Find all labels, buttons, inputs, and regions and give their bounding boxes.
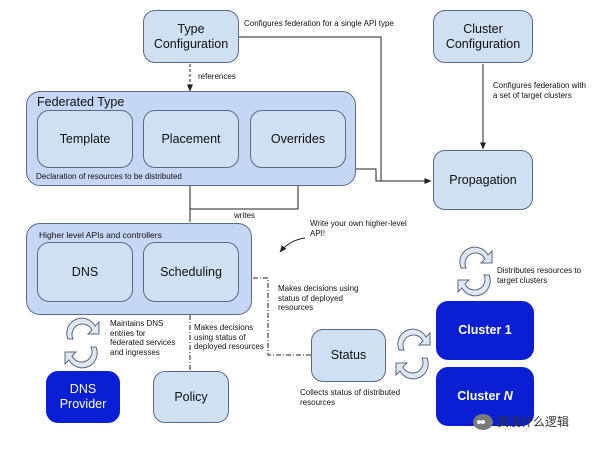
dns-node[interactable]: DNS bbox=[37, 242, 133, 302]
node-label: Configuration bbox=[445, 36, 521, 51]
group-title: Higher level APIs and controllers bbox=[39, 230, 162, 240]
group-title: Federated Type bbox=[37, 95, 125, 109]
label-declaration: Declaration of resources to be distribut… bbox=[36, 172, 182, 181]
node-label: Policy bbox=[174, 389, 208, 404]
status-node[interactable]: Status bbox=[311, 329, 386, 382]
node-label: Configuration bbox=[153, 36, 229, 51]
placement-node[interactable]: Placement bbox=[143, 110, 239, 168]
node-label: Scheduling bbox=[160, 264, 222, 279]
watermark: 真没什么逻辑 bbox=[473, 413, 569, 430]
node-label: Cluster bbox=[457, 389, 504, 403]
node-label: Cluster 1 bbox=[458, 323, 512, 337]
scheduling-node[interactable]: Scheduling bbox=[143, 242, 239, 302]
node-label: Type bbox=[177, 21, 205, 36]
node-label: Status bbox=[330, 348, 367, 362]
label-writes: writes bbox=[234, 211, 255, 220]
dns-provider-node[interactable]: DNS Provider bbox=[46, 371, 120, 423]
propagation-node[interactable]: Propagation bbox=[433, 150, 533, 210]
type-configuration-node[interactable]: Type Configuration bbox=[143, 10, 239, 63]
node-label: Template bbox=[59, 131, 111, 146]
edge-status-to-scheduling bbox=[240, 275, 311, 356]
node-label: DNS bbox=[69, 382, 97, 396]
node-label: Cluster bbox=[463, 21, 503, 36]
rotate-icon bbox=[64, 317, 100, 369]
node-label: Overrides bbox=[270, 131, 326, 146]
overrides-node[interactable]: Overrides bbox=[250, 110, 346, 168]
node-label: DNS bbox=[71, 264, 99, 279]
edge-write-own bbox=[279, 237, 306, 253]
wechat-icon bbox=[473, 413, 493, 430]
label-configures-single: Configures federation for a single API t… bbox=[244, 19, 394, 28]
node-label: Provider bbox=[59, 397, 107, 411]
node-label-italic: N bbox=[503, 389, 513, 403]
rotate-icon bbox=[457, 246, 493, 297]
watermark-text: 真没什么逻辑 bbox=[497, 415, 570, 429]
rotate-icon bbox=[395, 328, 431, 380]
template-node[interactable]: Template bbox=[37, 110, 133, 168]
edge-federated-to-propagation bbox=[356, 168, 431, 182]
label-references: references bbox=[198, 72, 236, 81]
cluster-configuration-node[interactable]: Cluster Configuration bbox=[433, 10, 533, 63]
policy-node[interactable]: Policy bbox=[153, 371, 229, 423]
node-label: Placement bbox=[161, 131, 221, 146]
cluster-1-node[interactable]: Cluster 1 bbox=[436, 301, 534, 360]
node-label: Propagation bbox=[449, 172, 517, 187]
